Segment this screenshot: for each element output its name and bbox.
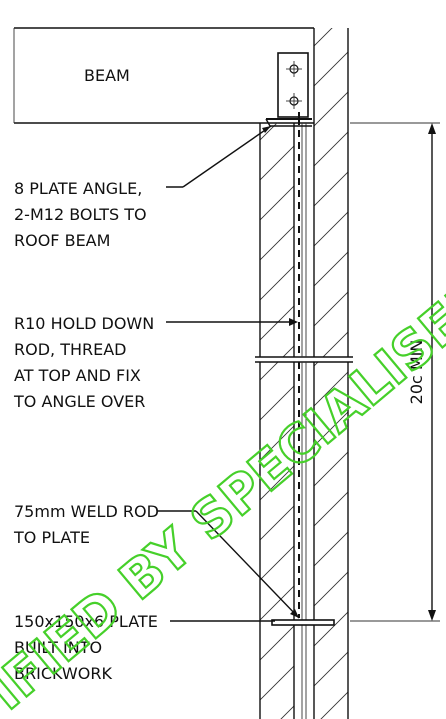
roof-beam: BEAM: [13, 27, 314, 124]
brick-wall-left-leaf: [259, 123, 295, 719]
note-line: R10 HOLD DOWN: [14, 314, 154, 333]
bolt-icon: [286, 61, 302, 77]
height-dimension: 20c MIN: [350, 122, 440, 622]
leader-rod: [166, 318, 298, 326]
dimension-label: 20c MIN: [407, 340, 426, 405]
note-line: ROOF BEAM: [14, 231, 110, 250]
base-plate: [271, 619, 335, 626]
brick-wall-right-leaf: [313, 123, 349, 719]
note-weld: 75mm WELD ROD TO PLATE: [13, 502, 159, 547]
leader-angle: [166, 125, 272, 188]
note-line: 150x150x6 PLATE: [14, 612, 158, 631]
note-line: TO PLATE: [13, 528, 90, 547]
note-angle: 8 PLATE ANGLE, 2-M12 BOLTS TO ROOF BEAM: [14, 179, 147, 250]
plate-angle: [265, 52, 312, 127]
beam-label: BEAM: [84, 66, 130, 85]
bolt-icon: [286, 93, 302, 109]
note-line: BUILT INTO: [14, 638, 102, 657]
note-rod: R10 HOLD DOWN ROD, THREAD AT TOP AND FIX…: [13, 314, 154, 411]
note-plate: 150x150x6 PLATE BUILT INTO BRICKWORK: [14, 612, 158, 683]
note-line: 8 PLATE ANGLE,: [14, 179, 142, 198]
note-line: ROD, THREAD: [14, 340, 127, 359]
note-line: AT TOP AND FIX: [14, 366, 141, 385]
note-line: BRICKWORK: [14, 664, 112, 683]
break-lines: [255, 356, 353, 363]
note-line: TO ANGLE OVER: [13, 392, 145, 411]
leader-weld: [158, 510, 300, 619]
note-line: 75mm WELD ROD: [14, 502, 159, 521]
note-line: 2-M12 BOLTS TO: [14, 205, 147, 224]
upper-wall-block: [313, 28, 349, 123]
cavity: [301, 123, 307, 719]
